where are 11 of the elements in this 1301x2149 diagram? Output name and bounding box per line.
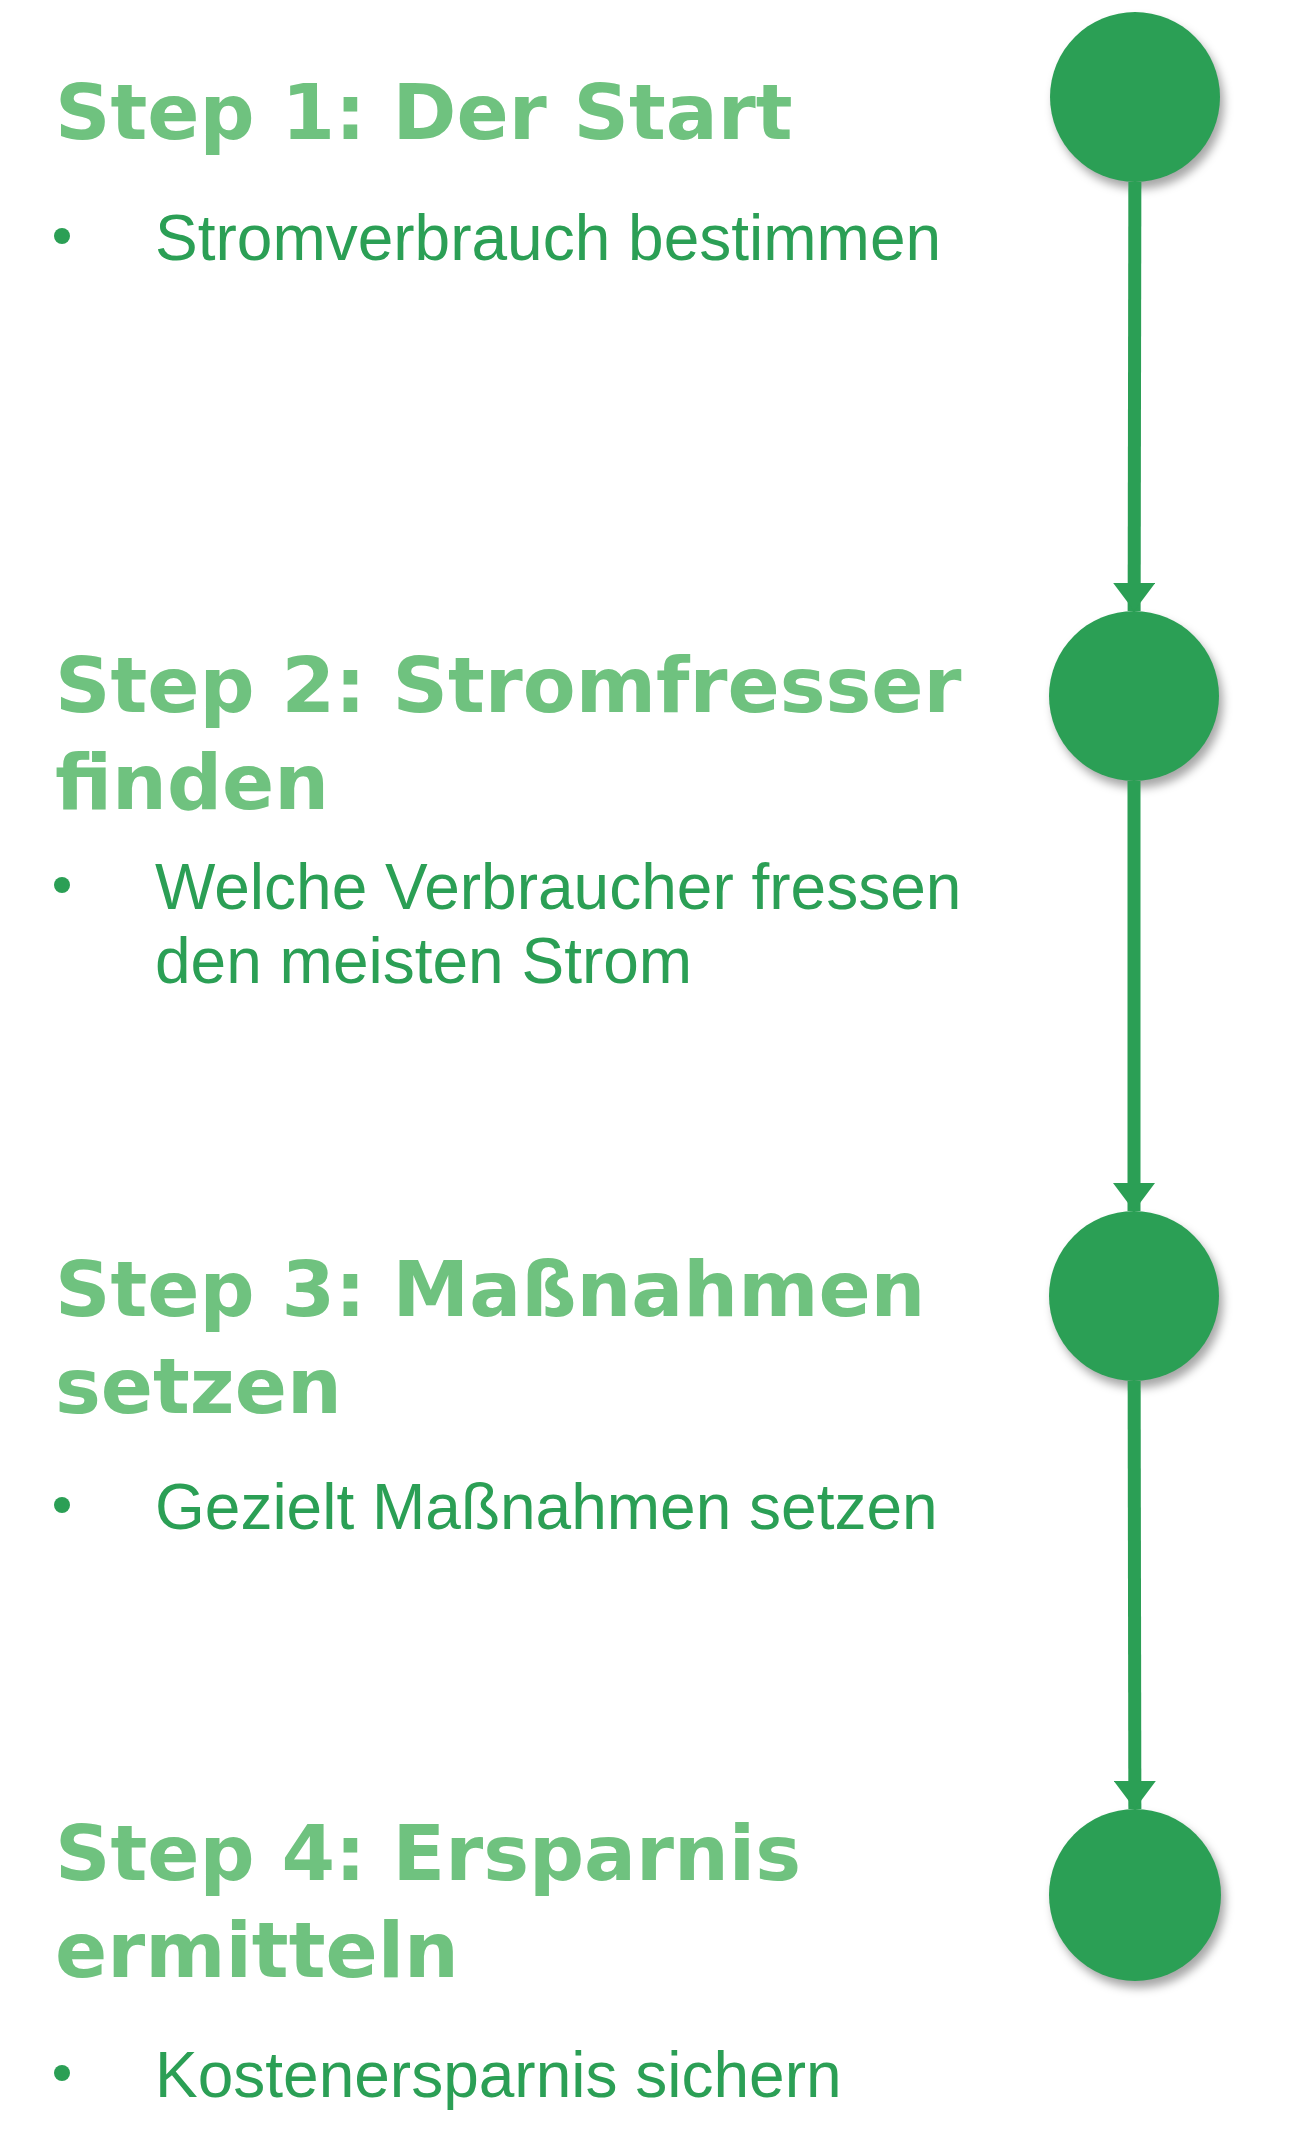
arrow <box>1113 781 1155 1211</box>
step-description: Stromverbrauch bestimmen <box>155 201 943 275</box>
step-description: Gezielt Maßnahmen setzen <box>155 1470 939 1544</box>
step-description: Kostenersparnis sichern <box>155 2038 843 2112</box>
step-heading: Step 3: Maßnahmen setzen <box>55 1244 927 1433</box>
step-heading: Step 2: Stromfresser finden <box>55 640 963 829</box>
arrow <box>1113 1381 1156 1809</box>
step-heading: Step 1: Der Start <box>55 67 794 159</box>
arrow <box>1113 182 1156 611</box>
step-description: Welche Verbraucher fressen den meisten Strom <box>155 850 963 998</box>
step-heading: Step 4: Ersparnis ermitteln <box>55 1808 803 1997</box>
